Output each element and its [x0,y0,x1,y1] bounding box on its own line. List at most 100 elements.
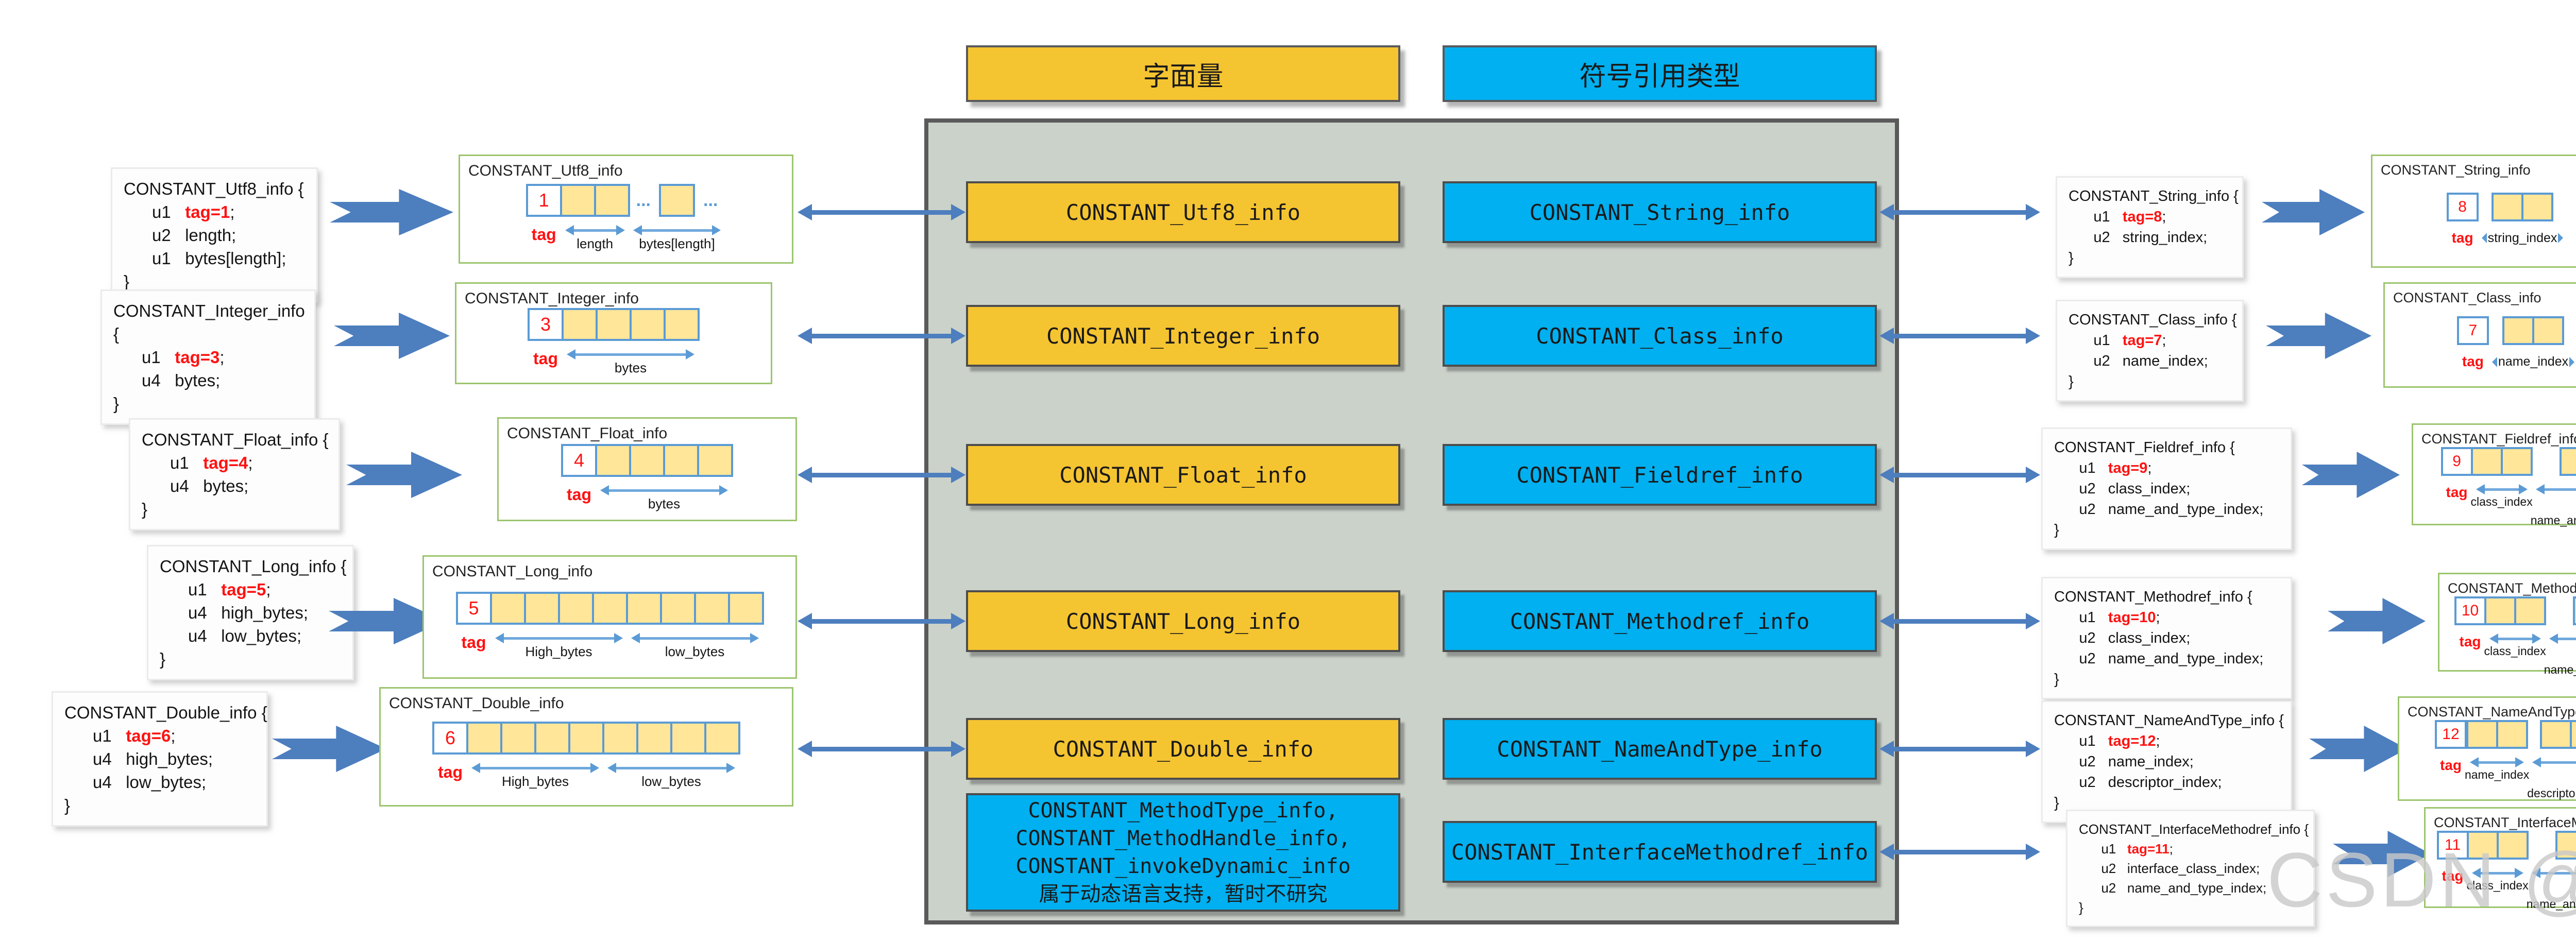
long-connector [798,613,965,629]
code-text: CONSTANT_InterfaceMethodref_info { [2079,821,2309,837]
byte-cell [659,184,695,217]
struct-code-line: u1 tag=5; [160,578,341,601]
struct-code-line: u1 tag=6; [64,724,255,747]
byte-cell [2496,720,2528,749]
struct-code-line: } [113,392,303,415]
code-text: } [2069,250,2074,266]
code-text: u4 high_bytes; [64,749,213,768]
code-text: } [124,272,130,291]
tag-value-text: tag=3 [175,348,220,367]
methodref-connector [1879,613,2040,629]
code-text: } [160,649,166,669]
struct-code-line: u2 name_and_type_index; [2054,648,2279,669]
code-text: u2 string_index; [2069,229,2208,246]
tag-value-text: tag=6 [126,726,171,745]
byte-group: bytes [595,444,733,512]
tag-value-text: tag=5 [221,580,266,599]
tag-cell: 4 [561,444,597,477]
span-arrow [2535,484,2576,494]
byte-cell [2492,192,2523,221]
byte-group: name_and_type_index [2531,447,2576,527]
tag-cell: 6 [432,722,468,755]
byte-cell [557,592,594,625]
span-label: name_and_type_index [2544,663,2576,676]
code-text: } [2054,795,2059,811]
struct-code-line: u2 name_and_type_index; [2079,878,2302,898]
code-text: u1 [124,202,185,221]
code-text: } [2054,671,2059,688]
byte-cell [2573,596,2576,625]
double-block-arrow [272,726,386,772]
tag-cell: 5 [455,592,492,625]
layout-diagram-title: CONSTANT_NameAndType_info [2408,704,2576,720]
symbolic-box-class: CONSTANT_Class_info [1443,305,1877,367]
tag-value-text: tag=1 [185,202,230,221]
string-connector [1879,204,2040,220]
integer-block-arrow [334,313,450,359]
byte-cell [2521,192,2553,221]
code-text: ; [248,453,253,472]
byte-cell [727,592,764,625]
byte-cell [534,722,570,755]
span-arrow [2531,868,2576,878]
span-arrow [495,633,623,643]
byte-cells [2466,720,2528,749]
long-struct-code: CONSTANT_Long_info { u1 tag=5; u4 high_b… [147,545,354,680]
note-line: CONSTANT_MethodHandle_info, [1015,827,1351,850]
string-struct-code: CONSTANT_String_info { u1 tag=8; u2 stri… [2056,176,2244,278]
byte-cell [2502,316,2534,345]
code-text: } [113,394,120,413]
struct-code-line: u2 length; [124,224,305,247]
symbolic-box-string-label: CONSTANT_String_info [1529,199,1790,225]
symbolic-box-fieldref: CONSTANT_Fieldref_info [1443,444,1877,506]
nameandtype-block-arrow [2309,726,2407,772]
byte-cells [2466,831,2529,860]
span-label: bytes [614,360,647,375]
utf8-block-arrow [330,189,453,235]
tag-value-text: tag=8 [2122,209,2162,225]
struct-code-line: } [2054,793,2279,813]
layout-diagram-title: CONSTANT_InterfaceMethodref_info [2434,815,2576,830]
span-label: name_index [2464,768,2530,781]
span-label: descriptor_index [2527,786,2576,800]
code-text: u2 descriptor_index; [2054,774,2222,791]
fieldref-struct-code: CONSTANT_Fieldref_info { u1 tag=9; u2 cl… [2041,427,2292,550]
byte-cell [2484,596,2516,625]
tag-value-text: tag=7 [2122,332,2162,349]
layout-diagram-title: CONSTANT_Double_info [389,695,564,712]
struct-code-line: u1 tag=12; [2054,731,2279,751]
span-label: class_index [2470,495,2533,508]
code-text: u2 name_and_type_index; [2054,501,2264,518]
span-label: class_index [2484,644,2546,658]
struct-code-line: CONSTANT_Float_info { [142,428,329,451]
span-arrow [2549,633,2576,644]
literal-header: 字面量 [966,45,1400,102]
float-connector [798,467,965,483]
code-text: u1 [2079,841,2127,857]
tag-label: tag [533,349,558,368]
code-text: ; [2147,460,2152,476]
byte-cells [2539,720,2576,749]
symbolic-box-nameandtype-label: CONSTANT_NameAndType_info [1497,736,1823,762]
tag-label: tag [461,633,486,652]
byte-cells [2555,831,2576,860]
fieldref-block-arrow [2302,452,2400,498]
literal-box-long-label: CONSTANT_Long_info [1065,608,1301,634]
struct-code-line: } [142,498,327,521]
float-struct-code: CONSTANT_Float_info { u1 tag=4; u4 bytes… [129,418,340,530]
code-text: CONSTANT_Class_info { [2069,312,2237,328]
struct-code-line: CONSTANT_Utf8_info { [124,177,305,200]
code-text: ; [230,202,235,221]
span-arrow [2469,757,2524,767]
